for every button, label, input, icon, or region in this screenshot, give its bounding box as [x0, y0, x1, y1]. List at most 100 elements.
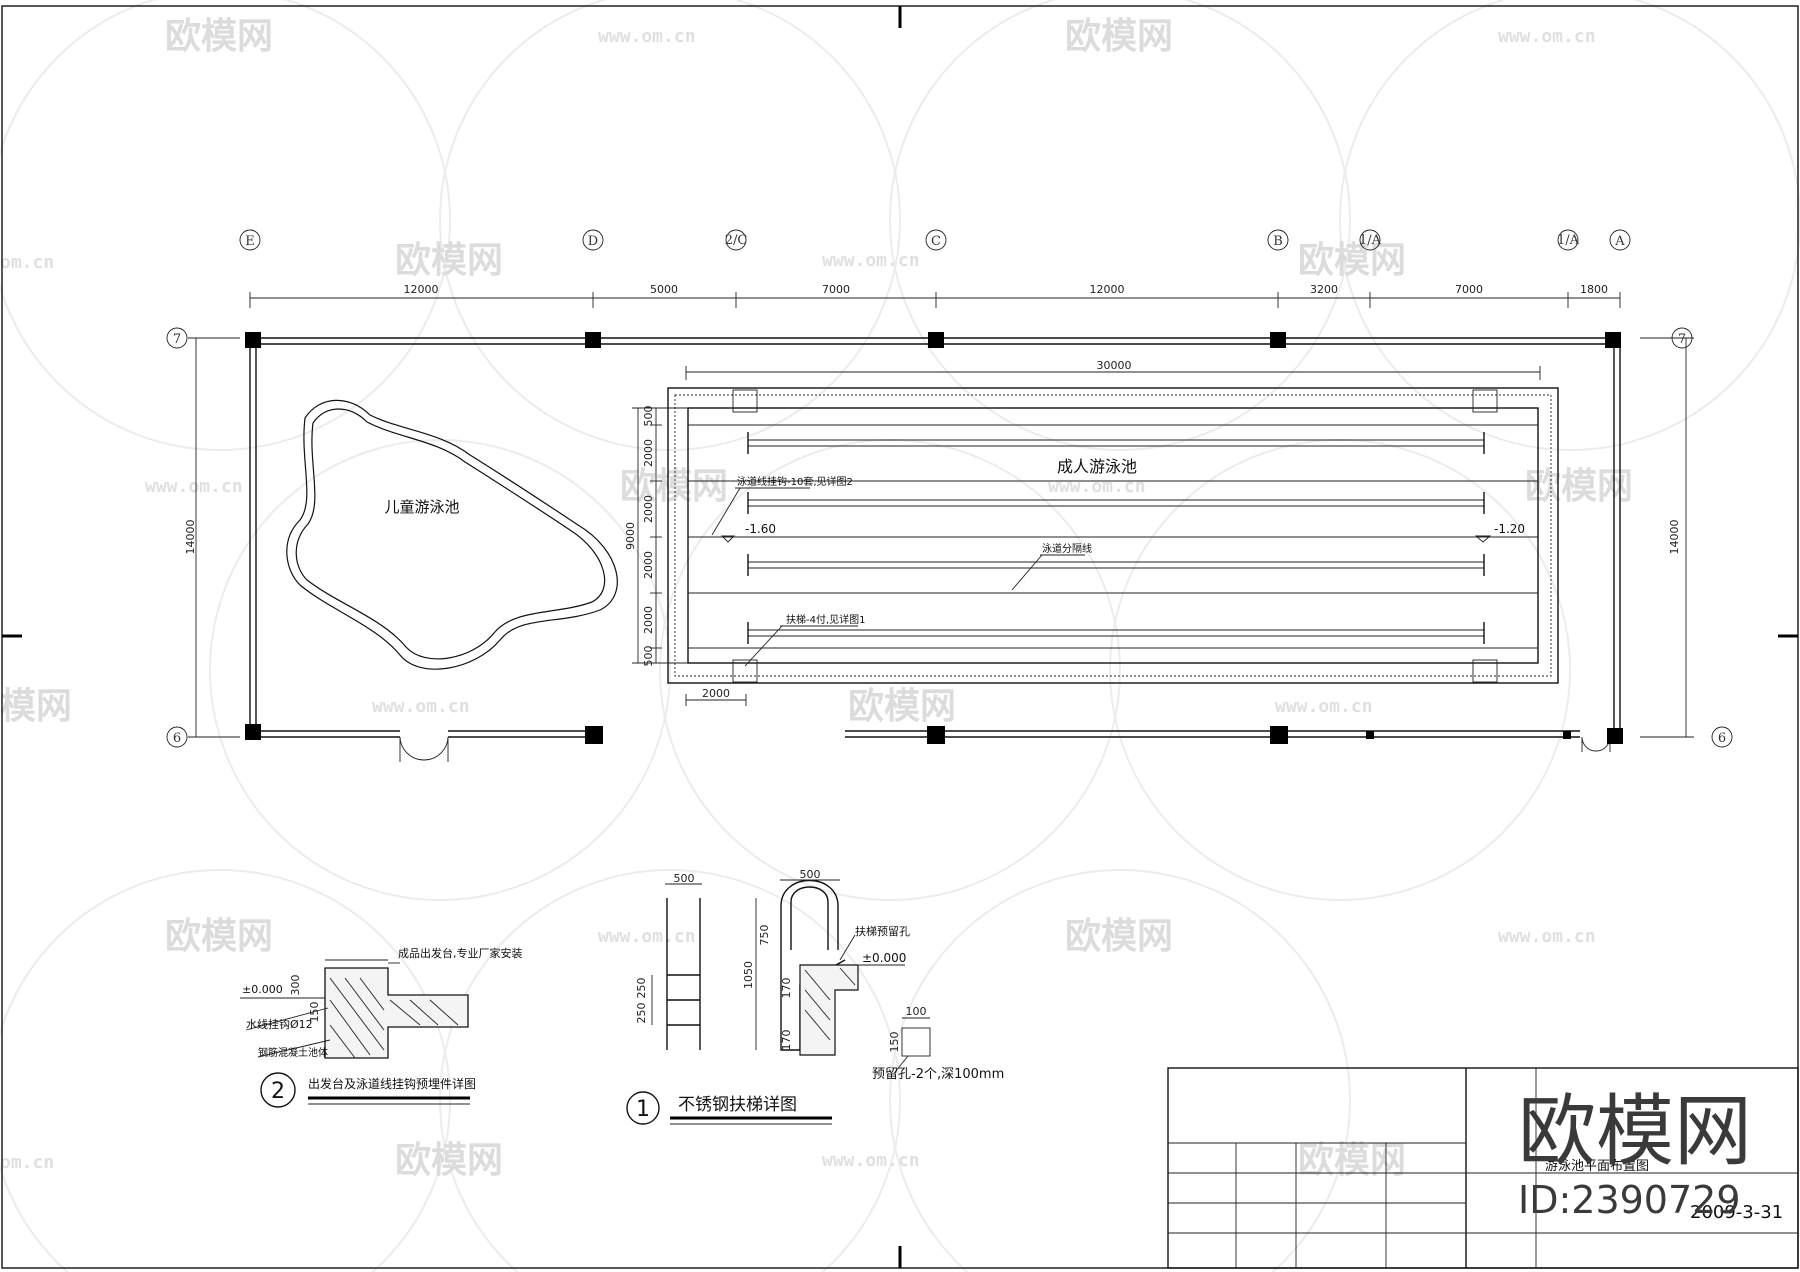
- detail2-dim: 300: [289, 975, 302, 996]
- note-lane: 泳道分隔线: [1042, 542, 1092, 555]
- detail2-note-hook: 水线挂钩Ø12: [246, 1017, 313, 1031]
- dimension-label: 7000: [822, 283, 850, 296]
- detail1-dim: 250: [635, 1003, 648, 1024]
- axis-labels-top: E D 2/C C B 1/A 1/A A: [239, 229, 1631, 251]
- detail2-note-concrete: 钢筋混凝土池体: [258, 1046, 328, 1059]
- watermark-brand: 欧模网: [1298, 240, 1406, 281]
- axis-label: D: [588, 234, 598, 249]
- watermark-url: www.om.cn: [822, 1150, 920, 1171]
- note-ladder: 扶梯-4付,见详图1: [786, 613, 866, 626]
- watermark-url: www.om.cn: [1498, 926, 1596, 947]
- detail1-dim: 1050: [742, 961, 755, 989]
- lane-dim: 2000: [642, 495, 655, 523]
- dimension-label-side: 14000: [1668, 520, 1681, 555]
- watermark-url: www.om.cn: [598, 26, 696, 47]
- detail2-section: [324, 967, 469, 1059]
- dimension-label: 12000: [404, 283, 439, 296]
- watermark-brand: 欧模网: [1065, 16, 1173, 57]
- axis-label-7: 7: [1678, 332, 1686, 347]
- detail1-dim: 150: [888, 1032, 901, 1053]
- detail1-note-hole: 扶梯预留孔: [855, 924, 910, 938]
- watermark-brand: 欧模网: [620, 466, 728, 507]
- detail2-dim: 150: [308, 1002, 321, 1023]
- watermark-url: www.om.cn: [1048, 476, 1146, 497]
- watermark-logo-text: 欧模网: [1518, 1087, 1752, 1177]
- note-hooks: 泳道线挂钩-10套,见详图2: [737, 475, 853, 488]
- dimension-label: 5000: [650, 283, 678, 296]
- lane-dim: 2000: [642, 439, 655, 467]
- watermark-brand: 欧模网: [848, 686, 956, 727]
- axis-label: 1/A: [1557, 233, 1580, 248]
- axis-label: 1/A: [1359, 233, 1382, 248]
- drawing-name: 游泳池平面布置图: [1545, 1159, 1649, 1174]
- lane-dim: 500: [642, 406, 655, 427]
- ladder-mark: [732, 659, 758, 683]
- pool-width-dim: 9000: [624, 522, 637, 550]
- axis-label-6: 6: [1718, 731, 1726, 746]
- detail1-number: 1: [636, 1097, 650, 1122]
- watermark-url: www.om.cn: [372, 696, 470, 717]
- detail2-number-circle: [260, 1072, 296, 1108]
- detail1-dim: 750: [758, 925, 771, 946]
- kids-pool: 儿童游泳池: [286, 399, 618, 670]
- kids-pool-inner: [295, 408, 606, 660]
- axis-label-6: 6: [173, 731, 181, 746]
- detail1-dim: 500: [800, 868, 821, 881]
- ladder-mark: [1472, 389, 1498, 413]
- adult-pool-inner: [687, 407, 1539, 664]
- watermark-url: www.om.cn: [145, 476, 243, 497]
- detail1-dim: 100: [906, 1005, 927, 1018]
- lane-dim: 2000: [642, 606, 655, 634]
- dimension-label-side: 14000: [184, 520, 197, 555]
- kids-pool-outer: [286, 399, 618, 670]
- detail2-level: ±0.000: [242, 983, 283, 996]
- watermark-brand: 欧模网: [395, 240, 503, 281]
- ladder-mark: [1472, 659, 1498, 683]
- axis-label: C: [931, 234, 941, 249]
- lane-dividers: [747, 432, 1485, 644]
- door-right: [1581, 736, 1611, 752]
- door-left: [399, 736, 449, 762]
- watermark-url: www.om.cn: [822, 250, 920, 271]
- detail-2: 成品出发台,专业厂家安装 ±0.000 水线挂钩Ø12 钢筋混凝土池体 300 …: [240, 946, 523, 1108]
- axis-label-7: 7: [173, 332, 181, 347]
- columns: [245, 332, 1623, 744]
- watermark-brand-partial: 模网: [0, 686, 72, 727]
- adult-pool: 成人游泳池 -1.60 -1.20 泳道线挂钩-10套,见详图2 泳道分隔线 扶…: [624, 359, 1559, 706]
- watermark-url: www.om.cn: [1498, 26, 1596, 47]
- adult-pool-outer: [667, 387, 1559, 684]
- watermark-brand: 欧模网: [1525, 466, 1633, 507]
- axis-label: 2/C: [725, 233, 748, 248]
- watermark-url: www.om.cn: [1275, 696, 1373, 717]
- watermark-brand: 欧模网: [395, 1140, 503, 1181]
- pool-length-dim: 30000: [1097, 359, 1132, 372]
- drawing-date: 2009-3-31: [1690, 1202, 1783, 1223]
- detail1-dim: 500: [674, 872, 695, 885]
- axis-label: B: [1273, 234, 1283, 249]
- detail2-number: 2: [271, 1079, 285, 1104]
- lane-dim: 2000: [642, 551, 655, 579]
- dimension-side: 14000 14000: [184, 337, 1694, 738]
- detail1-level: ±0.000: [862, 951, 906, 965]
- dimension-label: 7000: [1455, 283, 1483, 296]
- watermark-brand: 欧模网: [165, 16, 273, 57]
- detail2-title: 出发台及泳道线挂钩预埋件详图: [308, 1076, 476, 1091]
- watermark-brand: 欧模网: [165, 916, 273, 957]
- detail1-title: 不锈钢扶梯详图: [678, 1095, 797, 1115]
- watermark-url-partial: om.cn: [0, 1152, 54, 1173]
- watermark-url-partial: om.cn: [0, 252, 54, 273]
- ladder-mark: [732, 389, 758, 413]
- watermark-brand: 欧模网: [1065, 916, 1173, 957]
- kids-pool-label: 儿童游泳池: [384, 498, 459, 516]
- watermark-brand: 欧模网: [1298, 1140, 1406, 1181]
- detail1-dim: 170: [780, 1030, 793, 1051]
- detail2-note-platform: 成品出发台,专业厂家安装: [398, 946, 523, 960]
- adult-pool-gutter: [674, 394, 1552, 677]
- level-left: -1.60: [745, 522, 776, 536]
- dimension-label: 1800: [1580, 283, 1608, 296]
- axis-label: A: [1614, 234, 1625, 249]
- dimension-label: 3200: [1310, 283, 1338, 296]
- lane-dim: 500: [642, 646, 655, 667]
